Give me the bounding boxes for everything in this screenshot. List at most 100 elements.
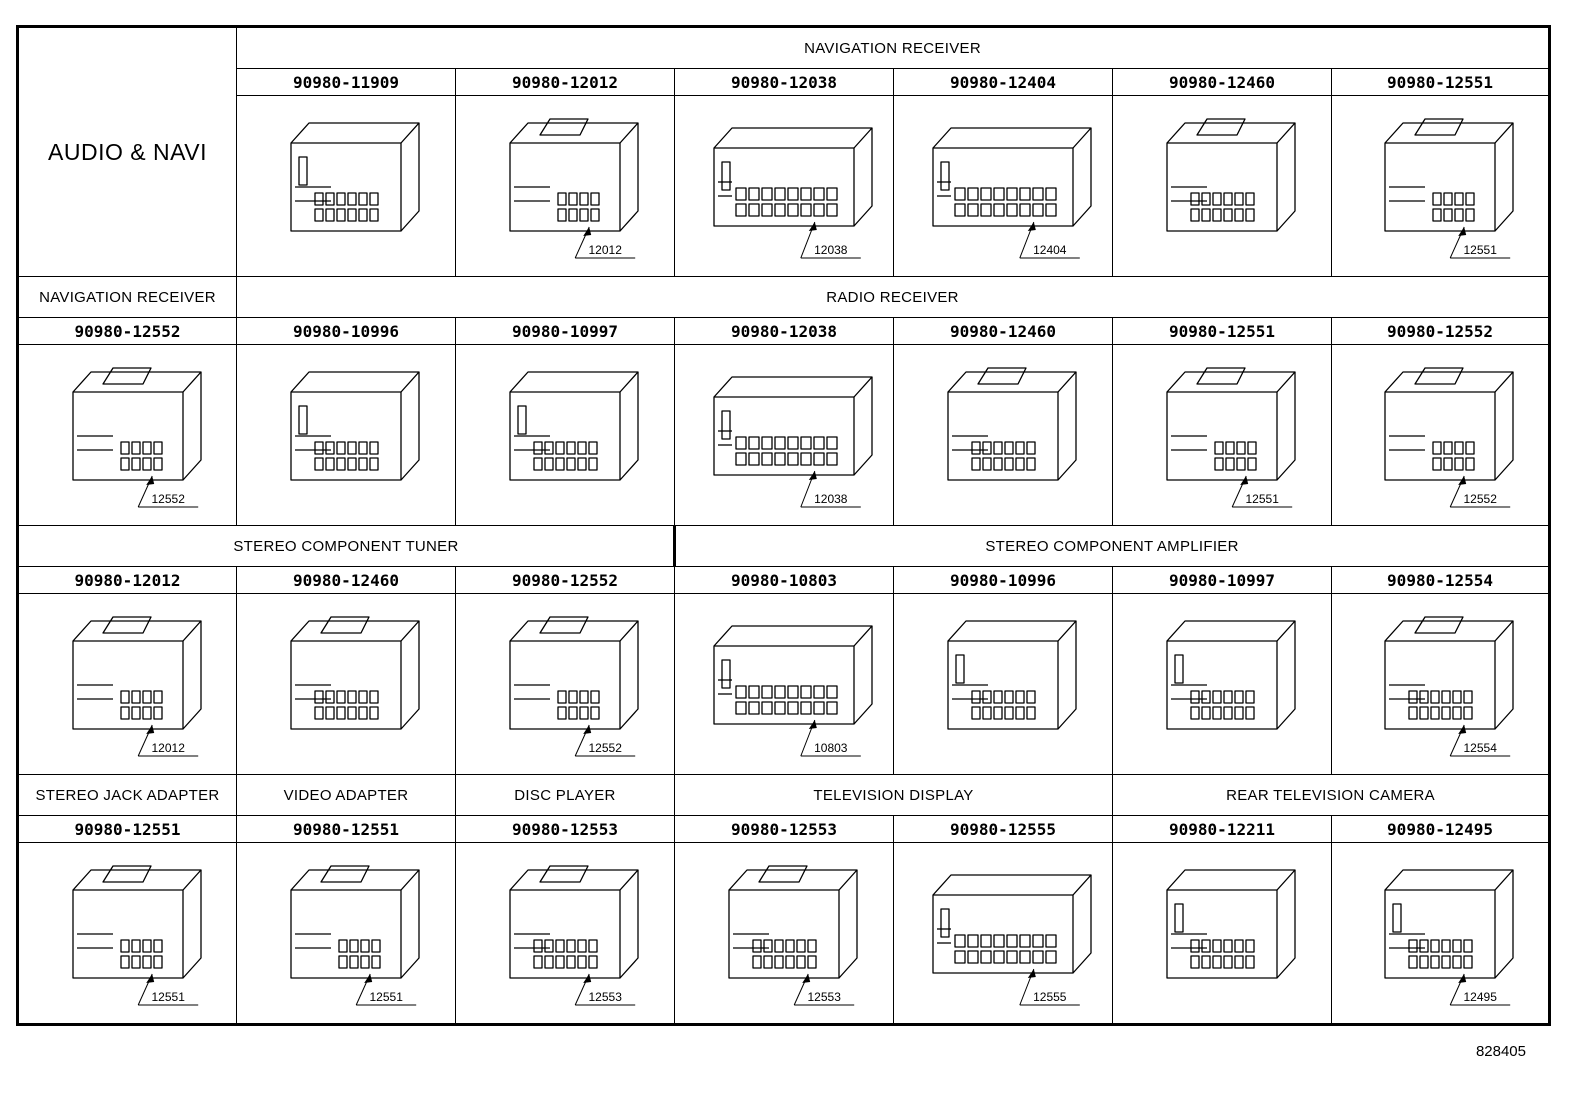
connector-cell bbox=[455, 344, 675, 526]
terminal-cavity bbox=[1201, 955, 1211, 969]
connector-side bbox=[1276, 123, 1296, 232]
terminal-cavity bbox=[336, 192, 346, 206]
connector-side bbox=[619, 372, 639, 481]
terminal-cavity bbox=[752, 955, 762, 969]
connector-top bbox=[290, 620, 420, 642]
part-number: 90980-12460 bbox=[236, 566, 456, 594]
side-lock bbox=[721, 410, 731, 440]
terminal-cavity bbox=[971, 706, 981, 720]
terminal-cavity bbox=[371, 939, 381, 953]
terminal-cavity bbox=[314, 208, 324, 222]
group-header-rear-television-camera: REAR TELEVISION CAMERA bbox=[1111, 774, 1551, 816]
connector-top bbox=[1384, 869, 1514, 891]
connector-icon: 12554 bbox=[1384, 616, 1514, 757]
leader-arrowhead bbox=[583, 974, 592, 983]
terminal-cavity bbox=[544, 441, 554, 455]
terminal-cavity bbox=[763, 955, 773, 969]
terminal-cavity bbox=[1441, 955, 1451, 969]
part-number: 90980-12404 bbox=[893, 68, 1113, 96]
terminal-cavity bbox=[325, 706, 335, 720]
terminal-cavity bbox=[141, 939, 152, 953]
connector-icon: 12552 bbox=[71, 367, 202, 508]
latch bbox=[101, 865, 152, 883]
terminal-cavity bbox=[813, 203, 825, 217]
part-number: 90980-12552 bbox=[17, 317, 237, 345]
terminal-cavity bbox=[1432, 457, 1442, 471]
terminal-cavity bbox=[800, 701, 812, 715]
terminal-cavity bbox=[152, 706, 163, 720]
terminal-cavity bbox=[1223, 939, 1233, 953]
connector-cell bbox=[1112, 95, 1332, 277]
terminal-cavity bbox=[1443, 192, 1453, 206]
part-number: 90980-12012 bbox=[455, 68, 675, 96]
connector-tag-label: 12552 bbox=[1464, 492, 1498, 506]
part-number: 90980-12552 bbox=[455, 566, 675, 594]
connector-icon bbox=[509, 371, 639, 481]
terminal-cavity bbox=[1006, 950, 1018, 964]
terminal-cavity bbox=[577, 939, 587, 953]
terminal-cavity bbox=[1223, 208, 1233, 222]
terminal-cavity bbox=[557, 690, 567, 704]
terminal-cavity bbox=[982, 457, 992, 471]
connector-cell bbox=[893, 593, 1113, 775]
latch bbox=[1196, 367, 1246, 385]
terminal-cavity bbox=[1004, 441, 1014, 455]
terminal-cavity bbox=[748, 203, 760, 217]
terminal-cavity bbox=[1245, 706, 1255, 720]
leader-arrowhead bbox=[802, 974, 811, 983]
connector-top bbox=[72, 371, 202, 393]
terminal-cavity bbox=[954, 187, 966, 201]
terminal-cavity bbox=[590, 690, 600, 704]
terminal-cavity bbox=[590, 706, 600, 720]
part-number: 90980-12551 bbox=[1112, 317, 1332, 345]
group-header-television-display: TELEVISION DISPLAY bbox=[674, 774, 1113, 816]
terminal-cavity bbox=[1190, 690, 1200, 704]
terminal-cavity bbox=[347, 457, 357, 471]
connector-top bbox=[728, 869, 858, 891]
connector-cell: 12552 bbox=[17, 344, 237, 526]
terminal-cavity bbox=[1443, 441, 1453, 455]
part-number: 90980-10997 bbox=[455, 317, 675, 345]
part-number: 90980-12555 bbox=[893, 815, 1113, 843]
terminal-cavity bbox=[325, 208, 335, 222]
connector-cell: 12495 bbox=[1330, 842, 1551, 1025]
terminal-cavity bbox=[761, 685, 773, 699]
terminal-cavity bbox=[579, 208, 589, 222]
connector-cell: 12553 bbox=[674, 842, 894, 1025]
connector-icon: 12551 bbox=[1166, 367, 1296, 508]
connector-icon bbox=[1166, 620, 1296, 730]
latch bbox=[977, 367, 1027, 385]
side-lock bbox=[940, 908, 950, 938]
connector-cell bbox=[1112, 842, 1332, 1025]
leader-arrowhead bbox=[1240, 476, 1249, 485]
terminal-cavity bbox=[1247, 457, 1257, 471]
terminal-cavity bbox=[826, 452, 838, 466]
terminal-cavity bbox=[347, 192, 357, 206]
connector-icon: 12012 bbox=[71, 616, 202, 757]
terminal-cavity bbox=[1212, 690, 1222, 704]
terminal-cavity bbox=[1015, 441, 1025, 455]
connector-body bbox=[932, 894, 1074, 974]
connector-icon: 12551 bbox=[71, 865, 202, 1006]
terminal-cavity bbox=[735, 452, 747, 466]
connector-top bbox=[1384, 620, 1514, 642]
terminal-cavity bbox=[761, 203, 773, 217]
terminal-cavity bbox=[1214, 441, 1224, 455]
terminal-cavity bbox=[557, 208, 567, 222]
terminal-cavity bbox=[787, 452, 799, 466]
terminal-cavity bbox=[130, 955, 141, 969]
terminal-cavity bbox=[314, 441, 324, 455]
connector-top bbox=[932, 874, 1092, 896]
terminal-cavity bbox=[735, 685, 747, 699]
terminal-cavity bbox=[119, 955, 130, 969]
terminal-cavity bbox=[826, 436, 838, 450]
part-number: 90980-10997 bbox=[1112, 566, 1332, 594]
terminal-cavity bbox=[338, 939, 348, 953]
terminal-cavity bbox=[577, 457, 587, 471]
terminal-cavity bbox=[1234, 192, 1244, 206]
terminal-cavity bbox=[1441, 690, 1451, 704]
connector-body bbox=[932, 147, 1074, 227]
terminal-cavity bbox=[141, 706, 152, 720]
terminal-cavity bbox=[314, 457, 324, 471]
terminal-cavity bbox=[566, 939, 576, 953]
